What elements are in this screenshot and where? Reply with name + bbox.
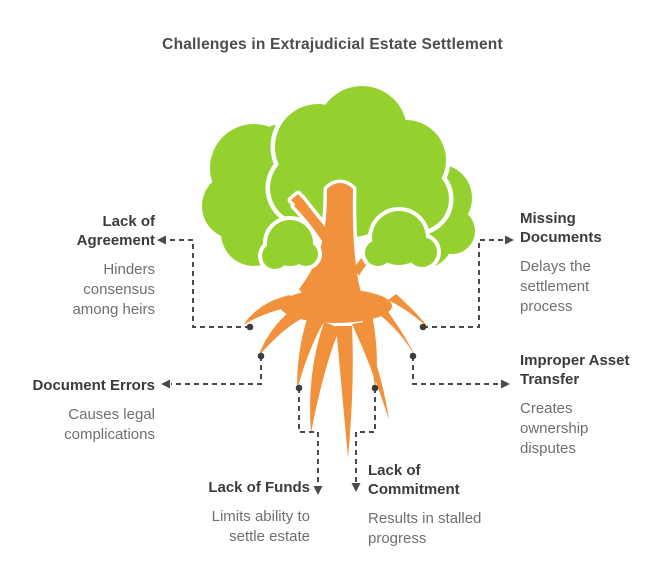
connector-missing-documents — [423, 239, 504, 328]
challenge-lack-of-funds: Lack of Funds Limits ability to settle e… — [170, 478, 310, 547]
bush-right — [365, 211, 437, 267]
connector-improper-asset-transfer — [412, 356, 500, 385]
challenge-heading: Missing Documents — [520, 210, 602, 246]
challenge-description: Delays the settlement process — [520, 258, 591, 315]
tree-trunk-roots — [243, 183, 430, 458]
connector-lack-of-agreement — [167, 239, 250, 328]
arrow-right-icon — [501, 379, 510, 389]
challenge-lack-of-agreement: Lack of Agreement Hinders consensus amon… — [20, 212, 155, 320]
challenge-lack-of-commitment: Lack of Commitment Results in stalled pr… — [368, 461, 508, 549]
connector-lack-of-commitment — [355, 388, 376, 484]
root-anchor-dot — [246, 323, 254, 331]
root-anchor-dot — [409, 352, 417, 360]
challenge-description: Creates ownership disputes — [520, 400, 589, 457]
connector-lack-of-funds — [298, 388, 319, 487]
arrow-down-icon — [351, 483, 361, 492]
challenge-heading: Lack of Agreement — [76, 213, 155, 249]
challenge-description: Limits ability to settle estate — [211, 508, 310, 545]
root-anchor-dot — [371, 384, 379, 392]
arrow-right-icon — [505, 235, 514, 245]
challenge-improper-asset-transfer: Improper Asset Transfer Creates ownershi… — [520, 351, 655, 459]
challenge-description: Causes legal complications — [64, 406, 155, 443]
challenge-heading: Document Errors — [32, 377, 155, 394]
page-title: Challenges in Extrajudicial Estate Settl… — [162, 36, 503, 53]
challenge-missing-documents: Missing Documents Delays the settlement … — [520, 209, 650, 317]
arrow-left-icon — [161, 379, 170, 389]
challenge-heading: Lack of Commitment — [368, 462, 460, 498]
root-anchor-dot — [257, 352, 265, 360]
arrow-left-icon — [157, 235, 166, 245]
bush-left — [262, 220, 318, 269]
arrow-down-icon — [313, 486, 323, 495]
challenge-heading: Lack of Funds — [208, 479, 310, 496]
challenge-description: Results in stalled progress — [368, 510, 482, 547]
challenge-description: Hinders consensus among heirs — [72, 261, 155, 318]
connector-document-errors — [171, 356, 262, 385]
challenge-heading: Improper Asset Transfer — [520, 352, 630, 388]
challenge-document-errors: Document Errors Causes legal complicatio… — [15, 376, 155, 445]
root-anchor-dot — [295, 384, 303, 392]
root-anchor-dot — [419, 323, 427, 331]
